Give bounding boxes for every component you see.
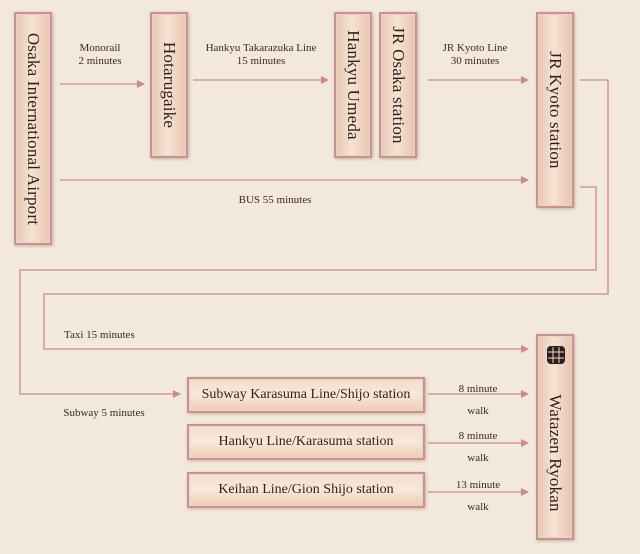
- label-walk-karasuma: 8 minute walk: [448, 378, 508, 422]
- label-hankyu-time: 15 minutes: [236, 55, 286, 67]
- box-subway-karasuma: Subway Karasuma Line/Shijo station: [187, 377, 425, 413]
- station-jr-osaka: JR Osaka station: [379, 12, 417, 158]
- label-jr-time: 30 minutes: [450, 55, 500, 67]
- label-walk-keihan: 13 minute walk: [448, 474, 508, 518]
- box-keihan-gion-label: Keihan Line/Gion Shijo station: [218, 482, 394, 497]
- label-walk-hankyu-word: walk: [467, 452, 489, 464]
- label-walk-hankyu-time: 8 minute: [458, 430, 498, 442]
- station-hotarugaike-label: Hotarugaike: [160, 41, 179, 129]
- label-walk-karasuma-time: 8 minute: [458, 383, 498, 395]
- box-hankyu-karasuma-label: Hankyu Line/Karasuma station: [218, 434, 394, 449]
- label-monorail-time: 2 minutes: [78, 55, 122, 67]
- arrow-taxi: [43, 79, 609, 353]
- label-walk-karasuma-word: walk: [467, 405, 489, 417]
- label-hankyu-line: Hankyu Takarazuka Line: [205, 42, 317, 54]
- station-jr-osaka-label: JR Osaka station: [389, 26, 408, 144]
- station-ryokan-label: Watazen Ryokan: [546, 394, 565, 512]
- label-taxi: Taxi 15 minutes: [64, 329, 135, 341]
- station-airport: Osaka International Airport: [14, 12, 52, 245]
- arrow-subway: [19, 186, 597, 398]
- ryokan-logo-icon: [547, 346, 565, 364]
- label-jr-line: JR Kyoto Line: [442, 42, 508, 54]
- label-monorail-line: Monorail: [79, 42, 121, 54]
- station-hankyu-umeda-label: Hankyu Umeda: [344, 30, 363, 140]
- station-airport-label: Osaka International Airport: [24, 32, 43, 225]
- station-jr-kyoto: JR Kyoto station: [536, 12, 574, 208]
- station-jr-kyoto-label: JR Kyoto station: [546, 51, 565, 169]
- label-walk-hankyu: 8 minute walk: [448, 425, 508, 469]
- station-hotarugaike: Hotarugaike: [150, 12, 188, 158]
- label-hankyu: Hankyu Takarazuka Line 15 minutes: [196, 42, 326, 68]
- box-hankyu-karasuma: Hankyu Line/Karasuma station: [187, 424, 425, 460]
- label-walk-keihan-word: walk: [467, 501, 489, 513]
- label-subway: Subway 5 minutes: [63, 407, 145, 419]
- station-ryokan: Watazen Ryokan: [536, 334, 574, 540]
- label-walk-keihan-time: 13 minute: [455, 479, 501, 491]
- box-subway-karasuma-label: Subway Karasuma Line/Shijo station: [201, 387, 411, 402]
- box-keihan-gion: Keihan Line/Gion Shijo station: [187, 472, 425, 508]
- station-hankyu-umeda: Hankyu Umeda: [334, 12, 372, 158]
- label-bus: BUS 55 minutes: [238, 194, 312, 206]
- label-monorail: Monorail 2 minutes: [60, 42, 140, 68]
- label-jr: JR Kyoto Line 30 minutes: [430, 42, 520, 68]
